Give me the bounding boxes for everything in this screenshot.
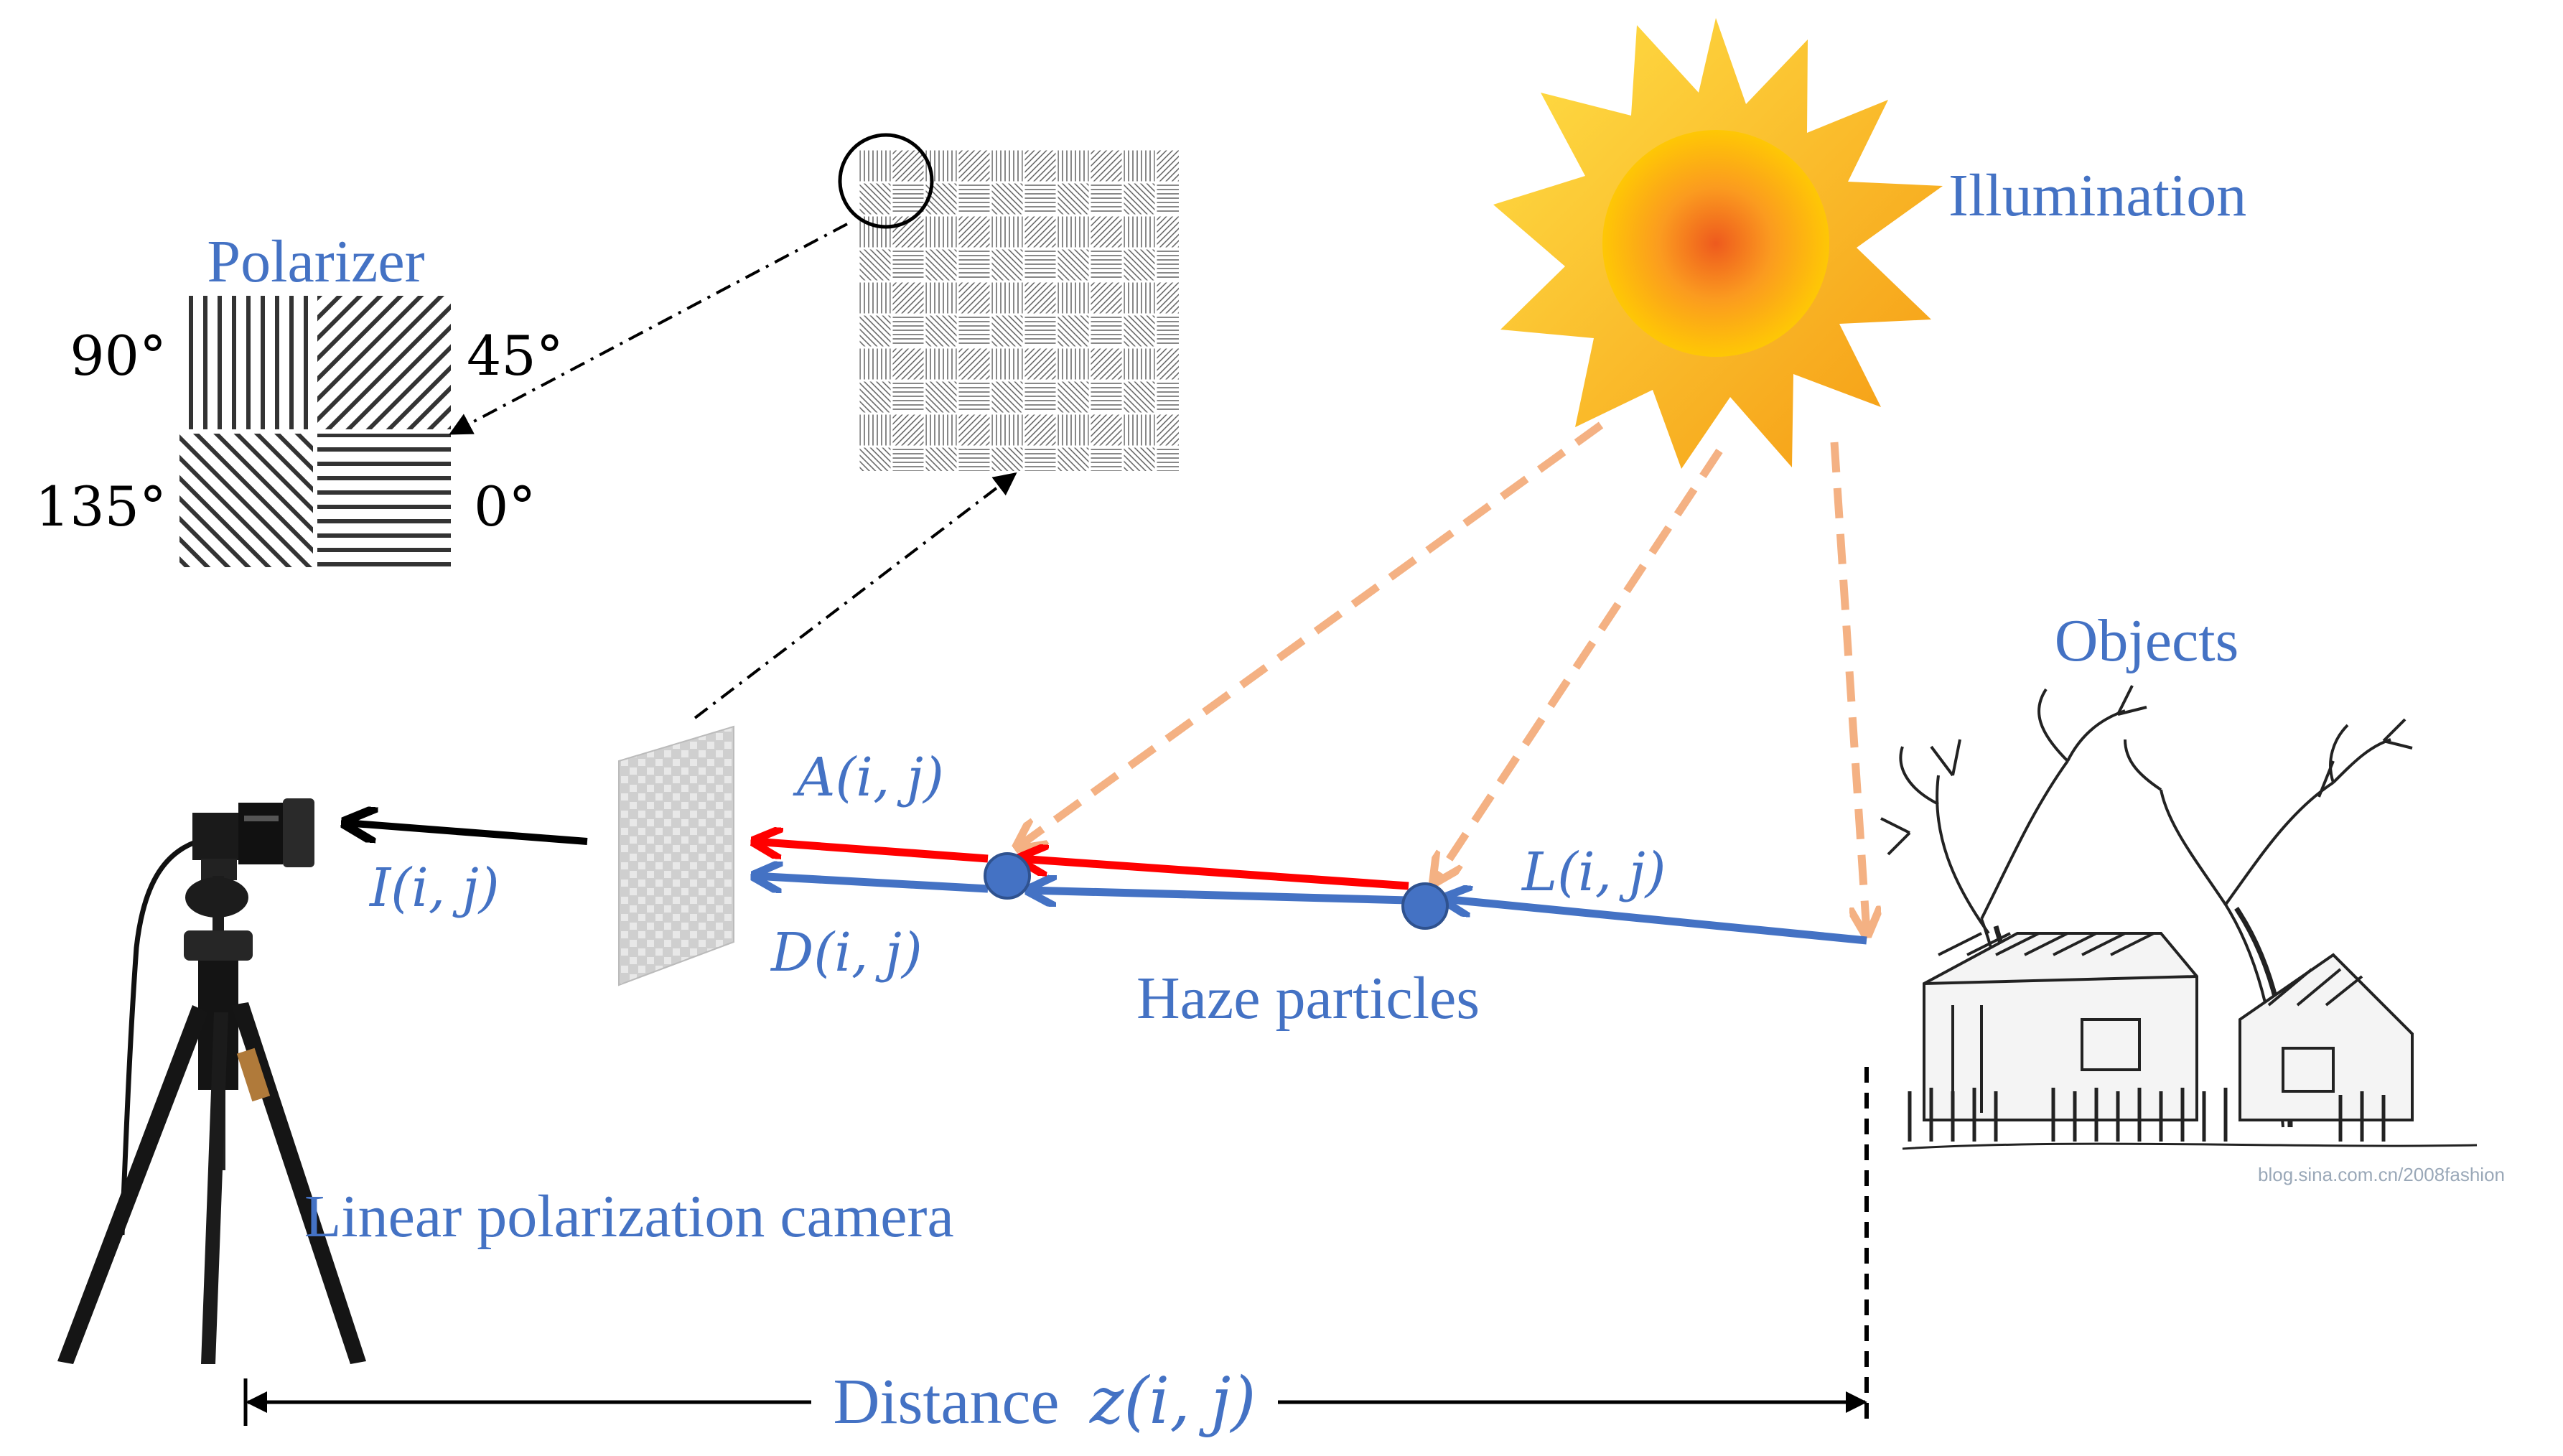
- sensor-leader-line: [694, 472, 1017, 719]
- signal-a-label: A(i, j): [793, 747, 944, 808]
- signal-i-label: I(i, j): [368, 857, 500, 919]
- polarizer-grid-icon: [179, 296, 451, 567]
- distance-variable: z(i, j): [1089, 1363, 1256, 1439]
- sensor-polarizer-panel: [618, 725, 734, 986]
- angle-90-label: 90°: [70, 324, 167, 388]
- object-radiance-arrow: [1443, 899, 1867, 945]
- illumination-label: Illumination: [1948, 162, 2246, 229]
- polarizer-label: Polarizer: [207, 228, 424, 295]
- haze-particle-far: [1401, 882, 1449, 930]
- distance-label: Distance z(i, j): [834, 1363, 1256, 1439]
- angle-45-label: 45°: [467, 324, 564, 388]
- haze-particles-label: Haze particles: [1136, 965, 1480, 1032]
- distance-word: Distance: [834, 1366, 1060, 1437]
- camera-label: Linear polarization camera: [304, 1183, 954, 1250]
- haze-particle-near: [984, 852, 1031, 900]
- polarizer-mosaic-icon: [859, 149, 1179, 471]
- house-trees-sketch: [1880, 685, 2478, 1150]
- transmitted-arrow-mid: [1028, 890, 1409, 900]
- sun-ray-to-far-particle: [1436, 448, 1723, 879]
- sun-icon: [1493, 18, 1943, 469]
- watermark-text: blog.sina.com.cn/2008fashion: [2258, 1164, 2505, 1185]
- airlight-arrow-mid: [1019, 859, 1409, 890]
- zoom-leader-line: [449, 223, 848, 435]
- sun-ray-to-near-particle: [1019, 421, 1604, 846]
- tripod-camera-icon: [57, 798, 366, 1364]
- angle-0-label: 0°: [474, 475, 536, 538]
- angle-135-label: 135°: [35, 475, 167, 538]
- sun-ray-to-objects: [1830, 442, 1867, 932]
- objects-label: Objects: [2055, 607, 2239, 674]
- signal-l-label: L(i, j): [1521, 841, 1666, 903]
- total-intensity-arrow: [345, 823, 588, 845]
- airlight-arrow: [754, 841, 989, 863]
- direct-transmission-arrow: [754, 876, 989, 889]
- signal-d-label: D(i, j): [770, 922, 923, 984]
- zoom-circle: [838, 133, 934, 229]
